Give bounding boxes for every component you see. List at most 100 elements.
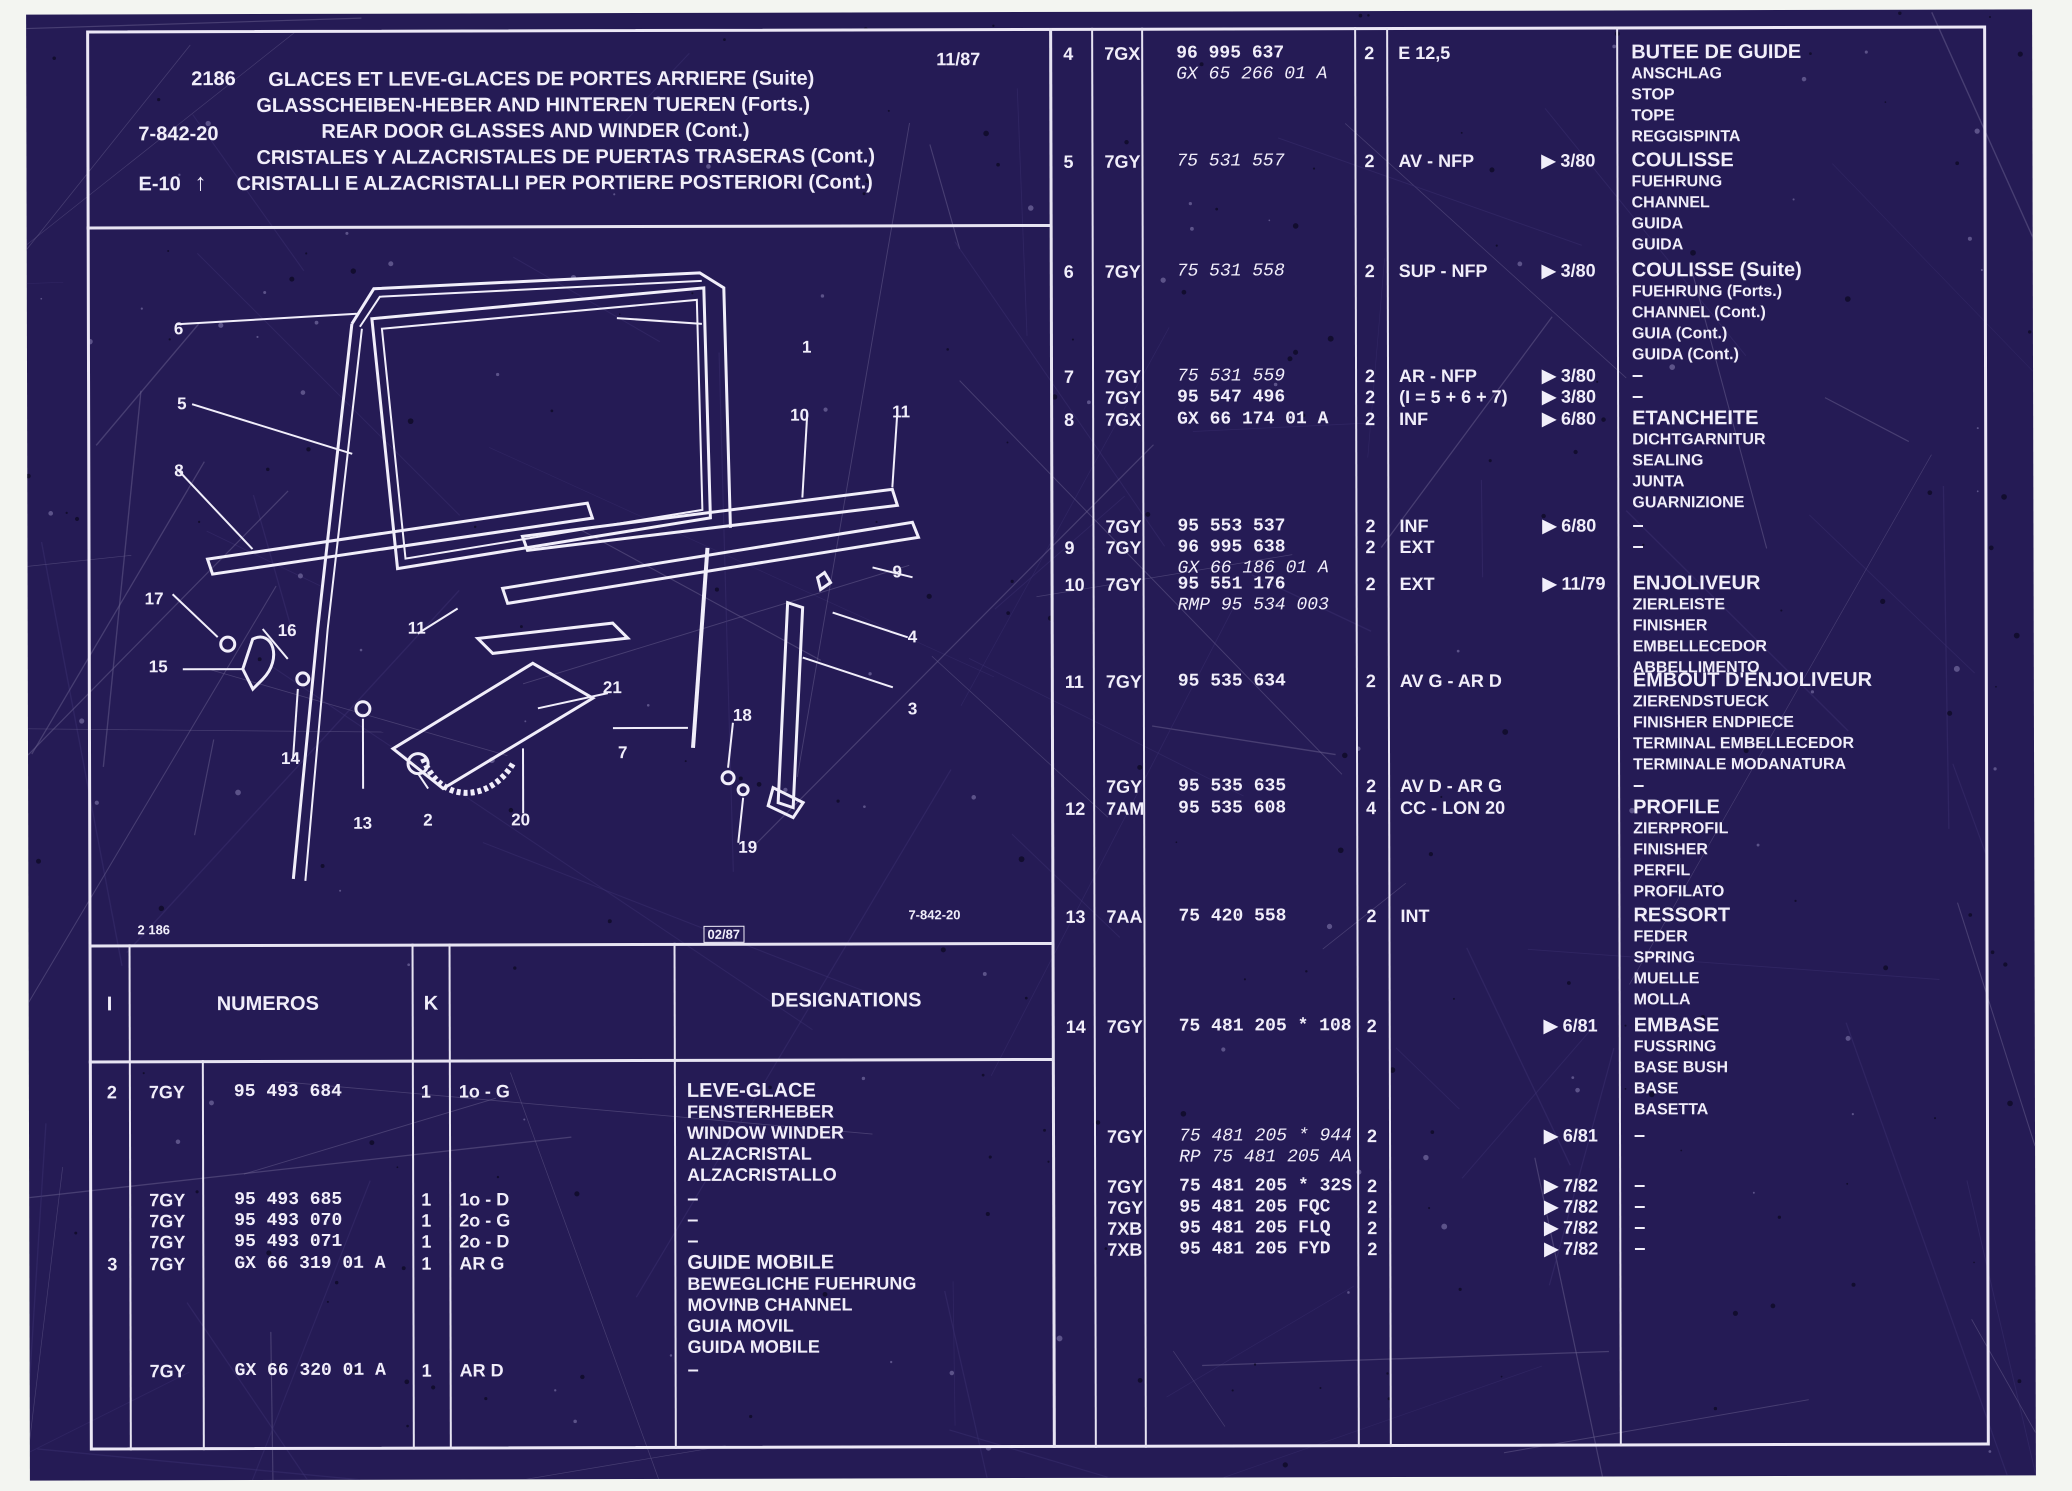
row-qty: 2	[1366, 776, 1377, 797]
row-part-number: 96 995 638	[1177, 537, 1286, 558]
row-designation: ENJOLIVEUR	[1632, 572, 1761, 595]
row-part-number: 75 420 558	[1178, 906, 1287, 927]
diagram-code-left: 2 186	[137, 922, 171, 938]
callout-19: 19	[738, 837, 758, 857]
row-model: 7GY	[149, 1211, 186, 1232]
row-part-number-alt: RMP 95 534 003	[1177, 595, 1329, 616]
row-designation-translation: CHANNEL (Cont.)	[1631, 304, 1766, 322]
row-model: 7GY	[149, 1190, 186, 1211]
row-model: 7GY	[1105, 366, 1142, 387]
row-designation: GUIDE MOBILE	[687, 1251, 835, 1274]
row-part-number: 75 531 558	[1176, 261, 1285, 282]
row-designation-translation: CHANNEL	[1631, 194, 1710, 212]
row-designation-translation: FINISHER ENDPIECE	[1632, 714, 1794, 732]
row-designation-translation: FUEHRUNG (Forts.)	[1631, 283, 1783, 301]
row-index: 9	[1064, 537, 1075, 558]
callout-16: 16	[277, 620, 297, 640]
row-qty: 4	[1366, 798, 1377, 819]
triangle-arrow-icon: ▶	[1543, 1015, 1563, 1036]
row-designation-translation: GUIDA	[1631, 236, 1684, 254]
row-index: 14	[1065, 1016, 1086, 1037]
row-date: ▶ 3/80	[1542, 365, 1596, 386]
row-index: 10	[1064, 574, 1085, 595]
row-condition: (I = 5 + 6 + 7)	[1399, 386, 1508, 408]
header-ref: E-10	[138, 173, 181, 196]
row-condition: INT	[1400, 905, 1430, 927]
row-part-number: 75 481 205 * 944	[1178, 1126, 1352, 1147]
row-designation-translation: WINDOW WINDER	[686, 1122, 845, 1143]
row-condition: AR D	[459, 1360, 504, 1381]
row-condition: AV - NFP	[1398, 150, 1475, 172]
callout-1: 1	[801, 337, 812, 357]
row-condition: AV G - AR D	[1399, 670, 1502, 692]
row-designation-translation: JUNTA	[1632, 473, 1685, 491]
row-index: 8	[1064, 409, 1075, 430]
row-designation: –	[687, 1187, 699, 1210]
row-designation-translation: GUIDA	[1631, 215, 1684, 233]
door-glass-drawing	[171, 271, 921, 881]
row-condition: 1o - D	[459, 1189, 510, 1210]
row-part-number: 95 493 685	[234, 1189, 343, 1211]
row-condition: 2o - G	[459, 1210, 511, 1231]
exploded-parts-diagram: 1 2 3 4 5 6 7 8 9 10 11 11 13 14 15 16 1…	[112, 227, 1059, 954]
row-qty: 2	[1364, 151, 1375, 172]
row-model: 7GY	[1104, 261, 1141, 282]
diagram-code-right: 7-842-20	[908, 907, 961, 923]
row-model: 7GY	[149, 1361, 186, 1382]
row-index: 12	[1065, 798, 1086, 819]
row-designation: –	[1634, 1195, 1646, 1218]
row-designation: LEVE-GLACE	[686, 1079, 816, 1102]
row-condition: CC - LON 20	[1400, 797, 1506, 819]
row-date: ▶ 3/80	[1541, 260, 1596, 281]
row-condition: EXT	[1399, 573, 1435, 595]
row-qty: 2	[1365, 516, 1376, 537]
row-designation-translation: SEALING	[1632, 452, 1704, 470]
row-part-number: 75 481 205 * 108	[1178, 1016, 1352, 1037]
row-part-number: 95 553 537	[1177, 516, 1286, 537]
row-designation-translation: GUIA MOVIL	[687, 1315, 794, 1336]
row-designation-translation: FEDER	[1633, 928, 1688, 946]
triangle-arrow-icon: ▶	[1542, 573, 1562, 594]
row-part-number: 95 481 205 FLQ	[1179, 1218, 1331, 1239]
row-model: 7GY	[149, 1254, 186, 1275]
col-header-numeros: NUMEROS	[216, 992, 319, 1016]
row-designation: –	[1634, 1216, 1646, 1239]
parts-catalog-sheet: 2186 7-842-20 E-10 ↑ 11/87 GLACES ET LEV…	[26, 9, 2036, 1481]
row-condition: E 12,5	[1398, 42, 1451, 64]
col-header-designations: DESIGNATIONS	[770, 989, 922, 1012]
header-group: 7-842-20	[138, 123, 219, 146]
row-designation-translation: FINISHER	[1632, 617, 1708, 635]
row-part-number: 75 481 205 * 32S	[1179, 1176, 1353, 1197]
callout-6: 6	[173, 319, 184, 339]
row-model: 7GY	[1107, 1197, 1144, 1218]
row-part-number: 95 493 684	[233, 1081, 342, 1103]
row-designation-translation: FUEHRUNG	[1631, 173, 1723, 191]
callout-9: 9	[892, 562, 903, 582]
row-date: ▶ 7/82	[1544, 1238, 1599, 1259]
row-designation-translation: BASE BUSH	[1633, 1059, 1729, 1077]
row-part-number: 95 535 635	[1178, 776, 1287, 797]
row-designation: ETANCHEITE	[1632, 407, 1759, 430]
row-model: 7GY	[1104, 151, 1141, 172]
triangle-arrow-icon: ▶	[1542, 515, 1562, 536]
row-index: 11	[1064, 671, 1084, 692]
row-qty: 2	[1366, 1016, 1377, 1037]
row-qty: 2	[1367, 1197, 1378, 1218]
row-qty: 2	[1365, 671, 1376, 692]
row-designation-translation: DICHTGARNITUR	[1632, 431, 1766, 449]
row-date: ▶ 7/82	[1544, 1217, 1599, 1238]
row-designation-translation: GUARNIZIONE	[1632, 494, 1745, 512]
row-index: 3	[107, 1254, 118, 1275]
row-model: 7GY	[1105, 537, 1142, 558]
row-designation-translation: MOVINB CHANNEL	[687, 1294, 853, 1315]
row-designation: BUTEE DE GUIDE	[1631, 40, 1802, 64]
row-designation: EMBASE	[1633, 1014, 1720, 1037]
header-date: 11/87	[936, 49, 981, 70]
row-index: 4	[1063, 43, 1074, 64]
triangle-arrow-icon: ▶	[1544, 1217, 1564, 1238]
row-designation-translation: PERFIL	[1633, 862, 1691, 880]
row-designation-translation: STOP	[1631, 86, 1675, 104]
row-designation: PROFILE	[1633, 796, 1720, 819]
row-part-number: 95 535 634	[1177, 671, 1286, 692]
